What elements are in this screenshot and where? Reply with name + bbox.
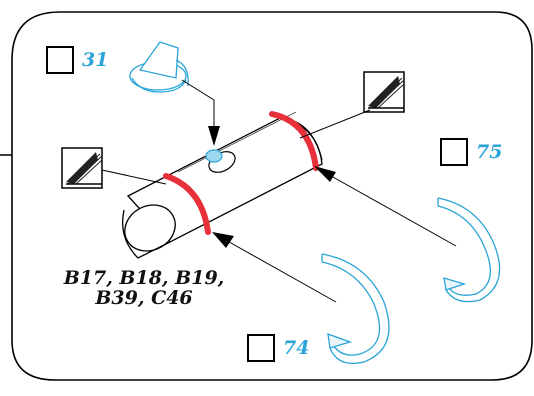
red-ring-right <box>269 111 319 171</box>
cap-part <box>129 41 189 93</box>
return-box-cap <box>46 46 74 74</box>
grease-brush-icon <box>61 147 103 189</box>
frame-border <box>0 11 533 381</box>
return-box-clip-left <box>247 334 275 362</box>
leader-clip-left-arrowhead <box>212 232 234 248</box>
model-codes-line: B39, C46 <box>95 287 193 309</box>
cap-seat <box>205 149 236 173</box>
leader-clip-right-arrowhead <box>314 166 336 182</box>
leader-clip-right <box>323 171 457 247</box>
grease-brush-icon <box>363 71 405 113</box>
red-ring-left <box>163 173 211 235</box>
leader-grease-right <box>299 109 371 139</box>
model-codes: B17, B18, B19, B39, C46 <box>44 268 244 308</box>
callout-number-cap: 31 <box>82 49 109 71</box>
leader-grease-left <box>101 169 167 185</box>
leader-cap-arrowhead <box>208 126 220 146</box>
model-codes-line: B17, B18, B19, <box>63 267 225 289</box>
leader-clip-left <box>221 237 337 303</box>
clip-right-part <box>437 197 501 303</box>
leader-cap <box>181 79 215 130</box>
clip-left-part <box>321 253 390 365</box>
return-box-clip-right <box>440 138 468 166</box>
callout-number-clip-right: 75 <box>476 141 503 163</box>
callout-number-clip-left: 74 <box>283 337 310 359</box>
